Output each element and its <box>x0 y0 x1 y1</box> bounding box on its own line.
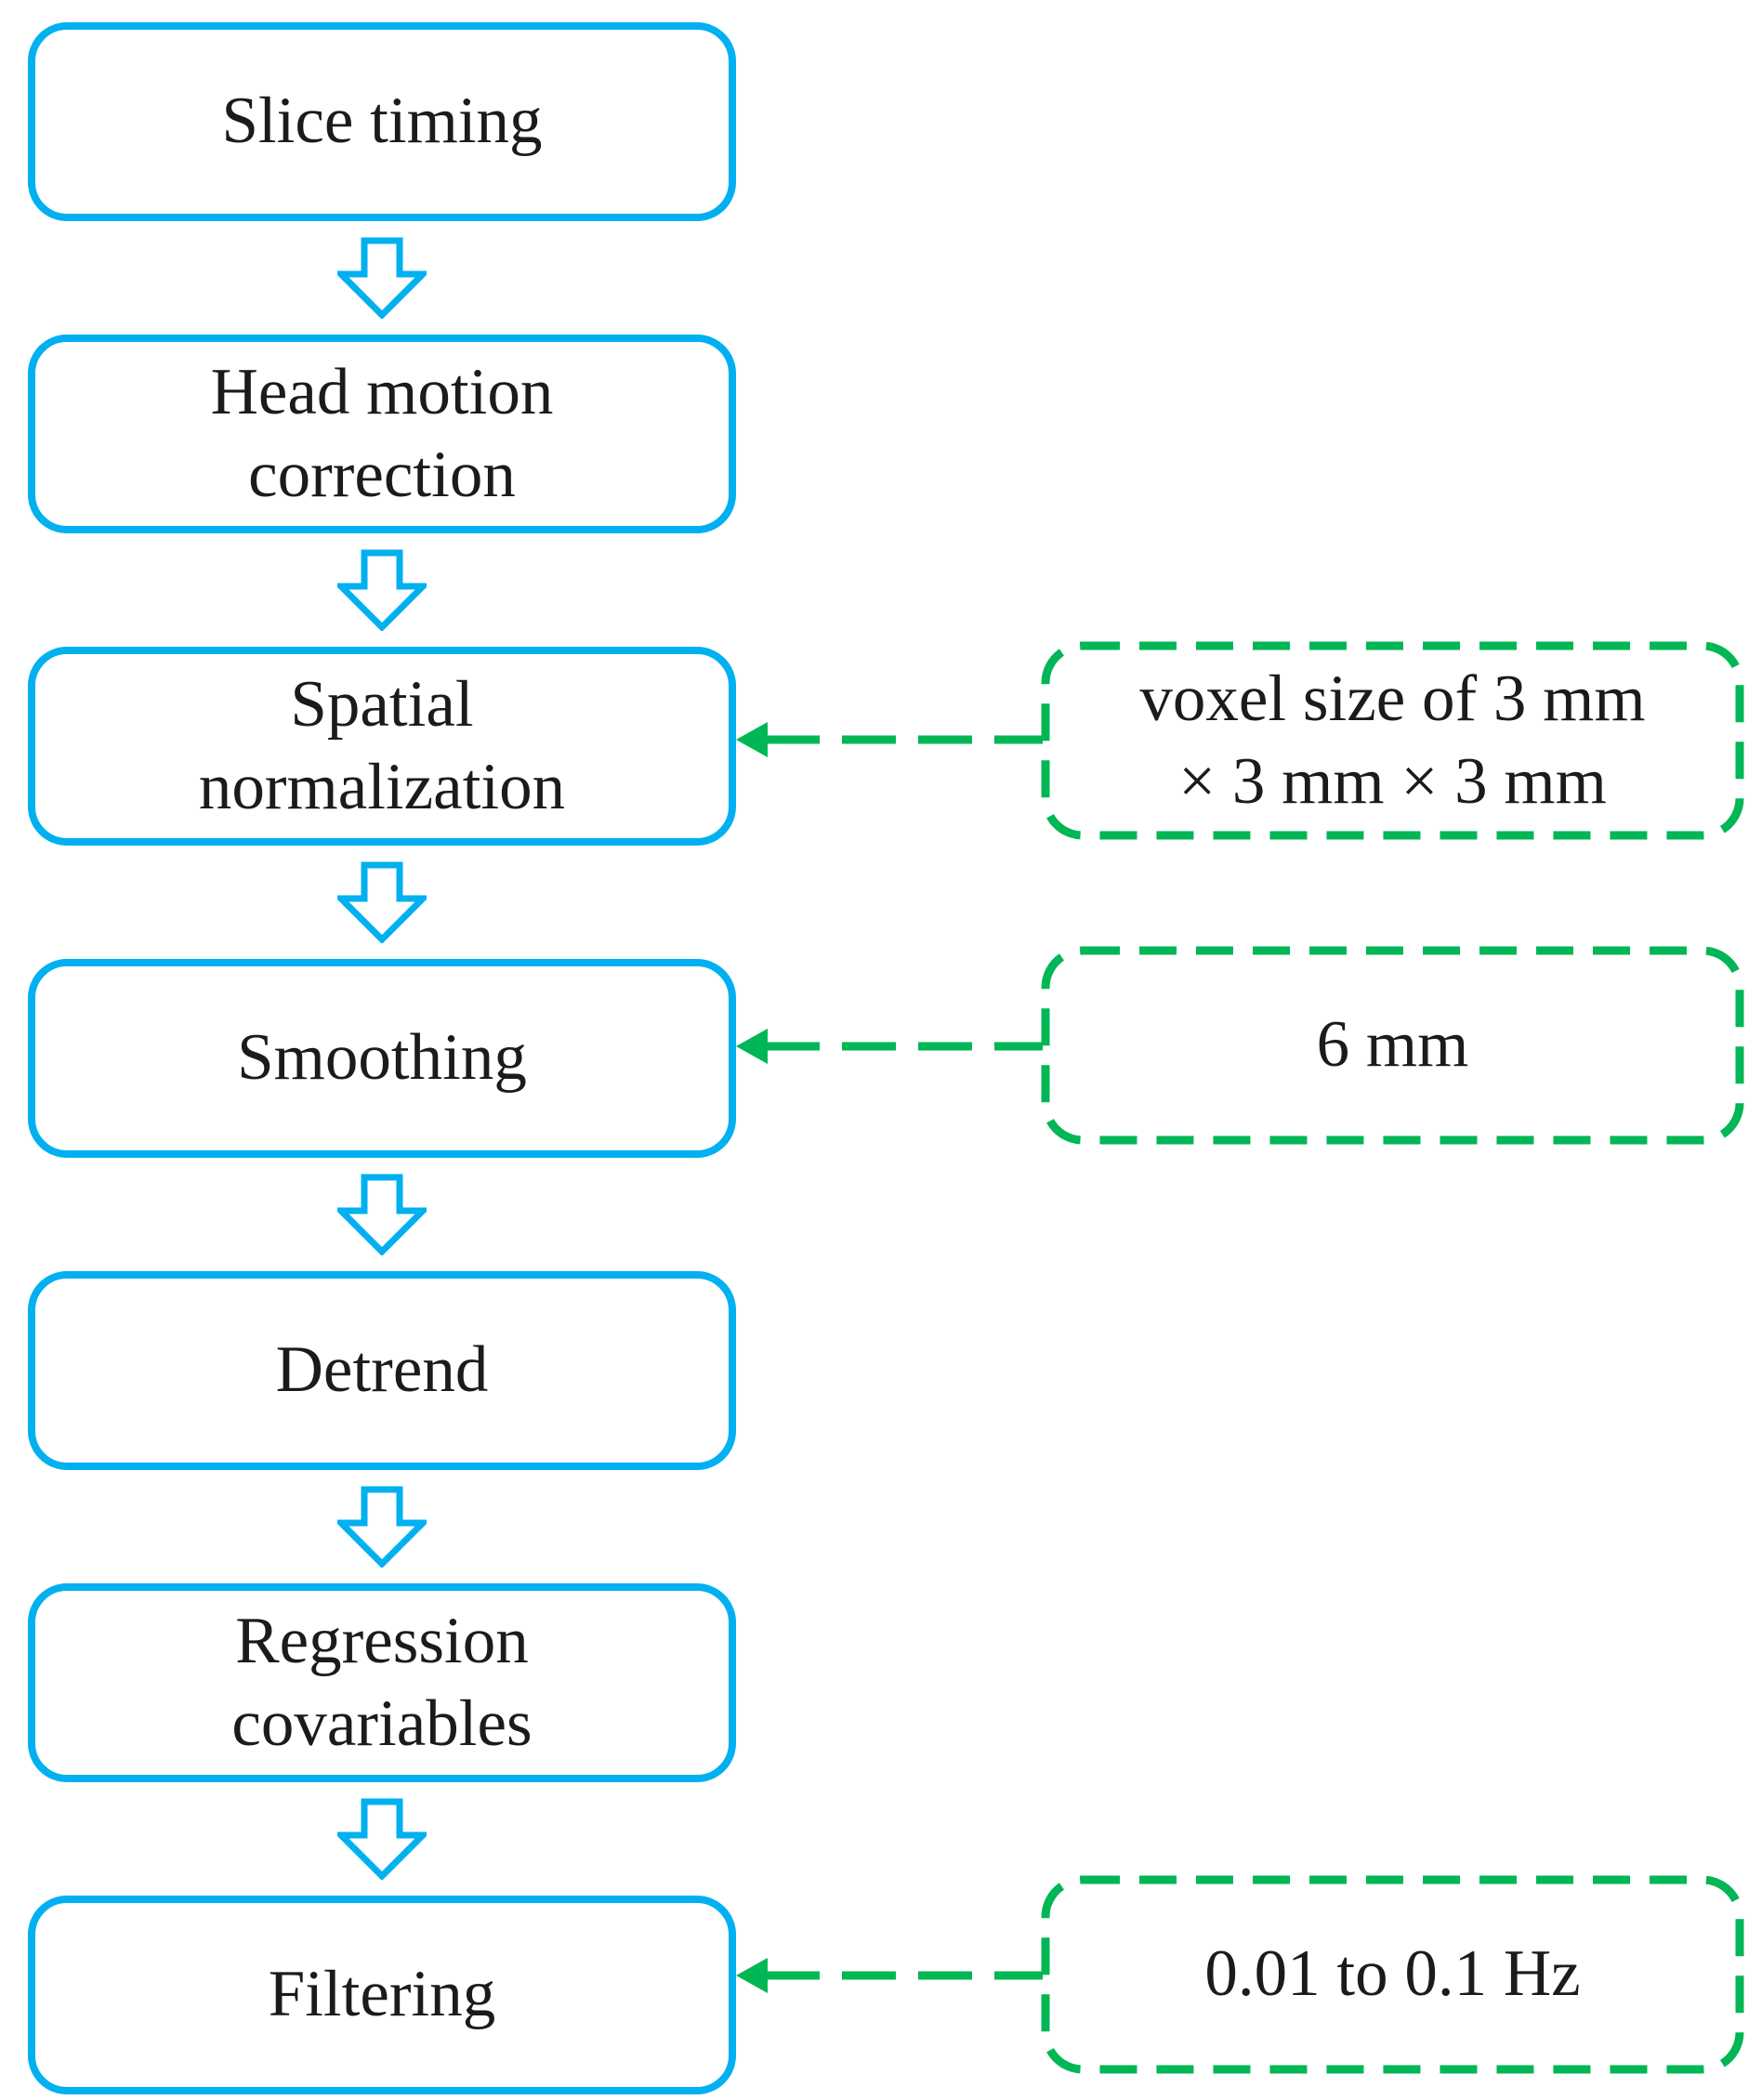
dashed-border <box>1041 1875 1744 2074</box>
step-box-slice-timing: Slice timing <box>28 22 736 221</box>
dashed-border <box>1041 946 1744 1145</box>
step-label: Detrend <box>275 1333 489 1407</box>
annotation-box-smoothing-kernel: 6 mm <box>1041 946 1744 1145</box>
step-box-smoothing: Smoothing <box>28 959 736 1158</box>
arrow-down-icon <box>337 1486 427 1568</box>
annotation-box-voxel-size: voxel size of 3 mm × 3 mm × 3 mm <box>1041 641 1744 840</box>
arrow-down-icon <box>337 861 427 943</box>
step-box-filtering: Filtering <box>28 1896 736 2094</box>
dashed-arrow-left-icon <box>736 1958 1043 1993</box>
step-label: Smoothing <box>237 1021 527 1095</box>
dashed-arrow-left-icon <box>736 722 1043 757</box>
annotation-box-filter-band: 0.01 to 0.1 Hz <box>1041 1875 1744 2074</box>
arrow-down-icon <box>337 237 427 319</box>
step-box-detrend: Detrend <box>28 1271 736 1470</box>
step-box-regression-covariables: Regression covariables <box>28 1583 736 1782</box>
step-label: Filtering <box>268 1958 496 2031</box>
arrow-down-icon <box>337 1798 427 1880</box>
step-label: Slice timing <box>221 85 543 158</box>
annotation-label: 0.01 to 0.1 Hz <box>1204 1937 1581 2011</box>
step-label: Head motion correction <box>210 355 554 511</box>
step-box-head-motion-correction: Head motion correction <box>28 335 736 533</box>
step-label: Regression covariables <box>231 1604 533 1760</box>
dashed-border <box>1041 641 1744 840</box>
dashed-arrow-left-icon <box>736 1029 1043 1064</box>
step-box-spatial-normalization: Spatial normalization <box>28 647 736 846</box>
annotation-label: 6 mm <box>1316 1008 1469 1082</box>
annotation-label: voxel size of 3 mm × 3 mm × 3 mm <box>1139 662 1646 818</box>
arrow-down-icon <box>337 549 427 631</box>
arrow-down-icon <box>337 1174 427 1255</box>
step-label: Spatial normalization <box>198 667 566 823</box>
